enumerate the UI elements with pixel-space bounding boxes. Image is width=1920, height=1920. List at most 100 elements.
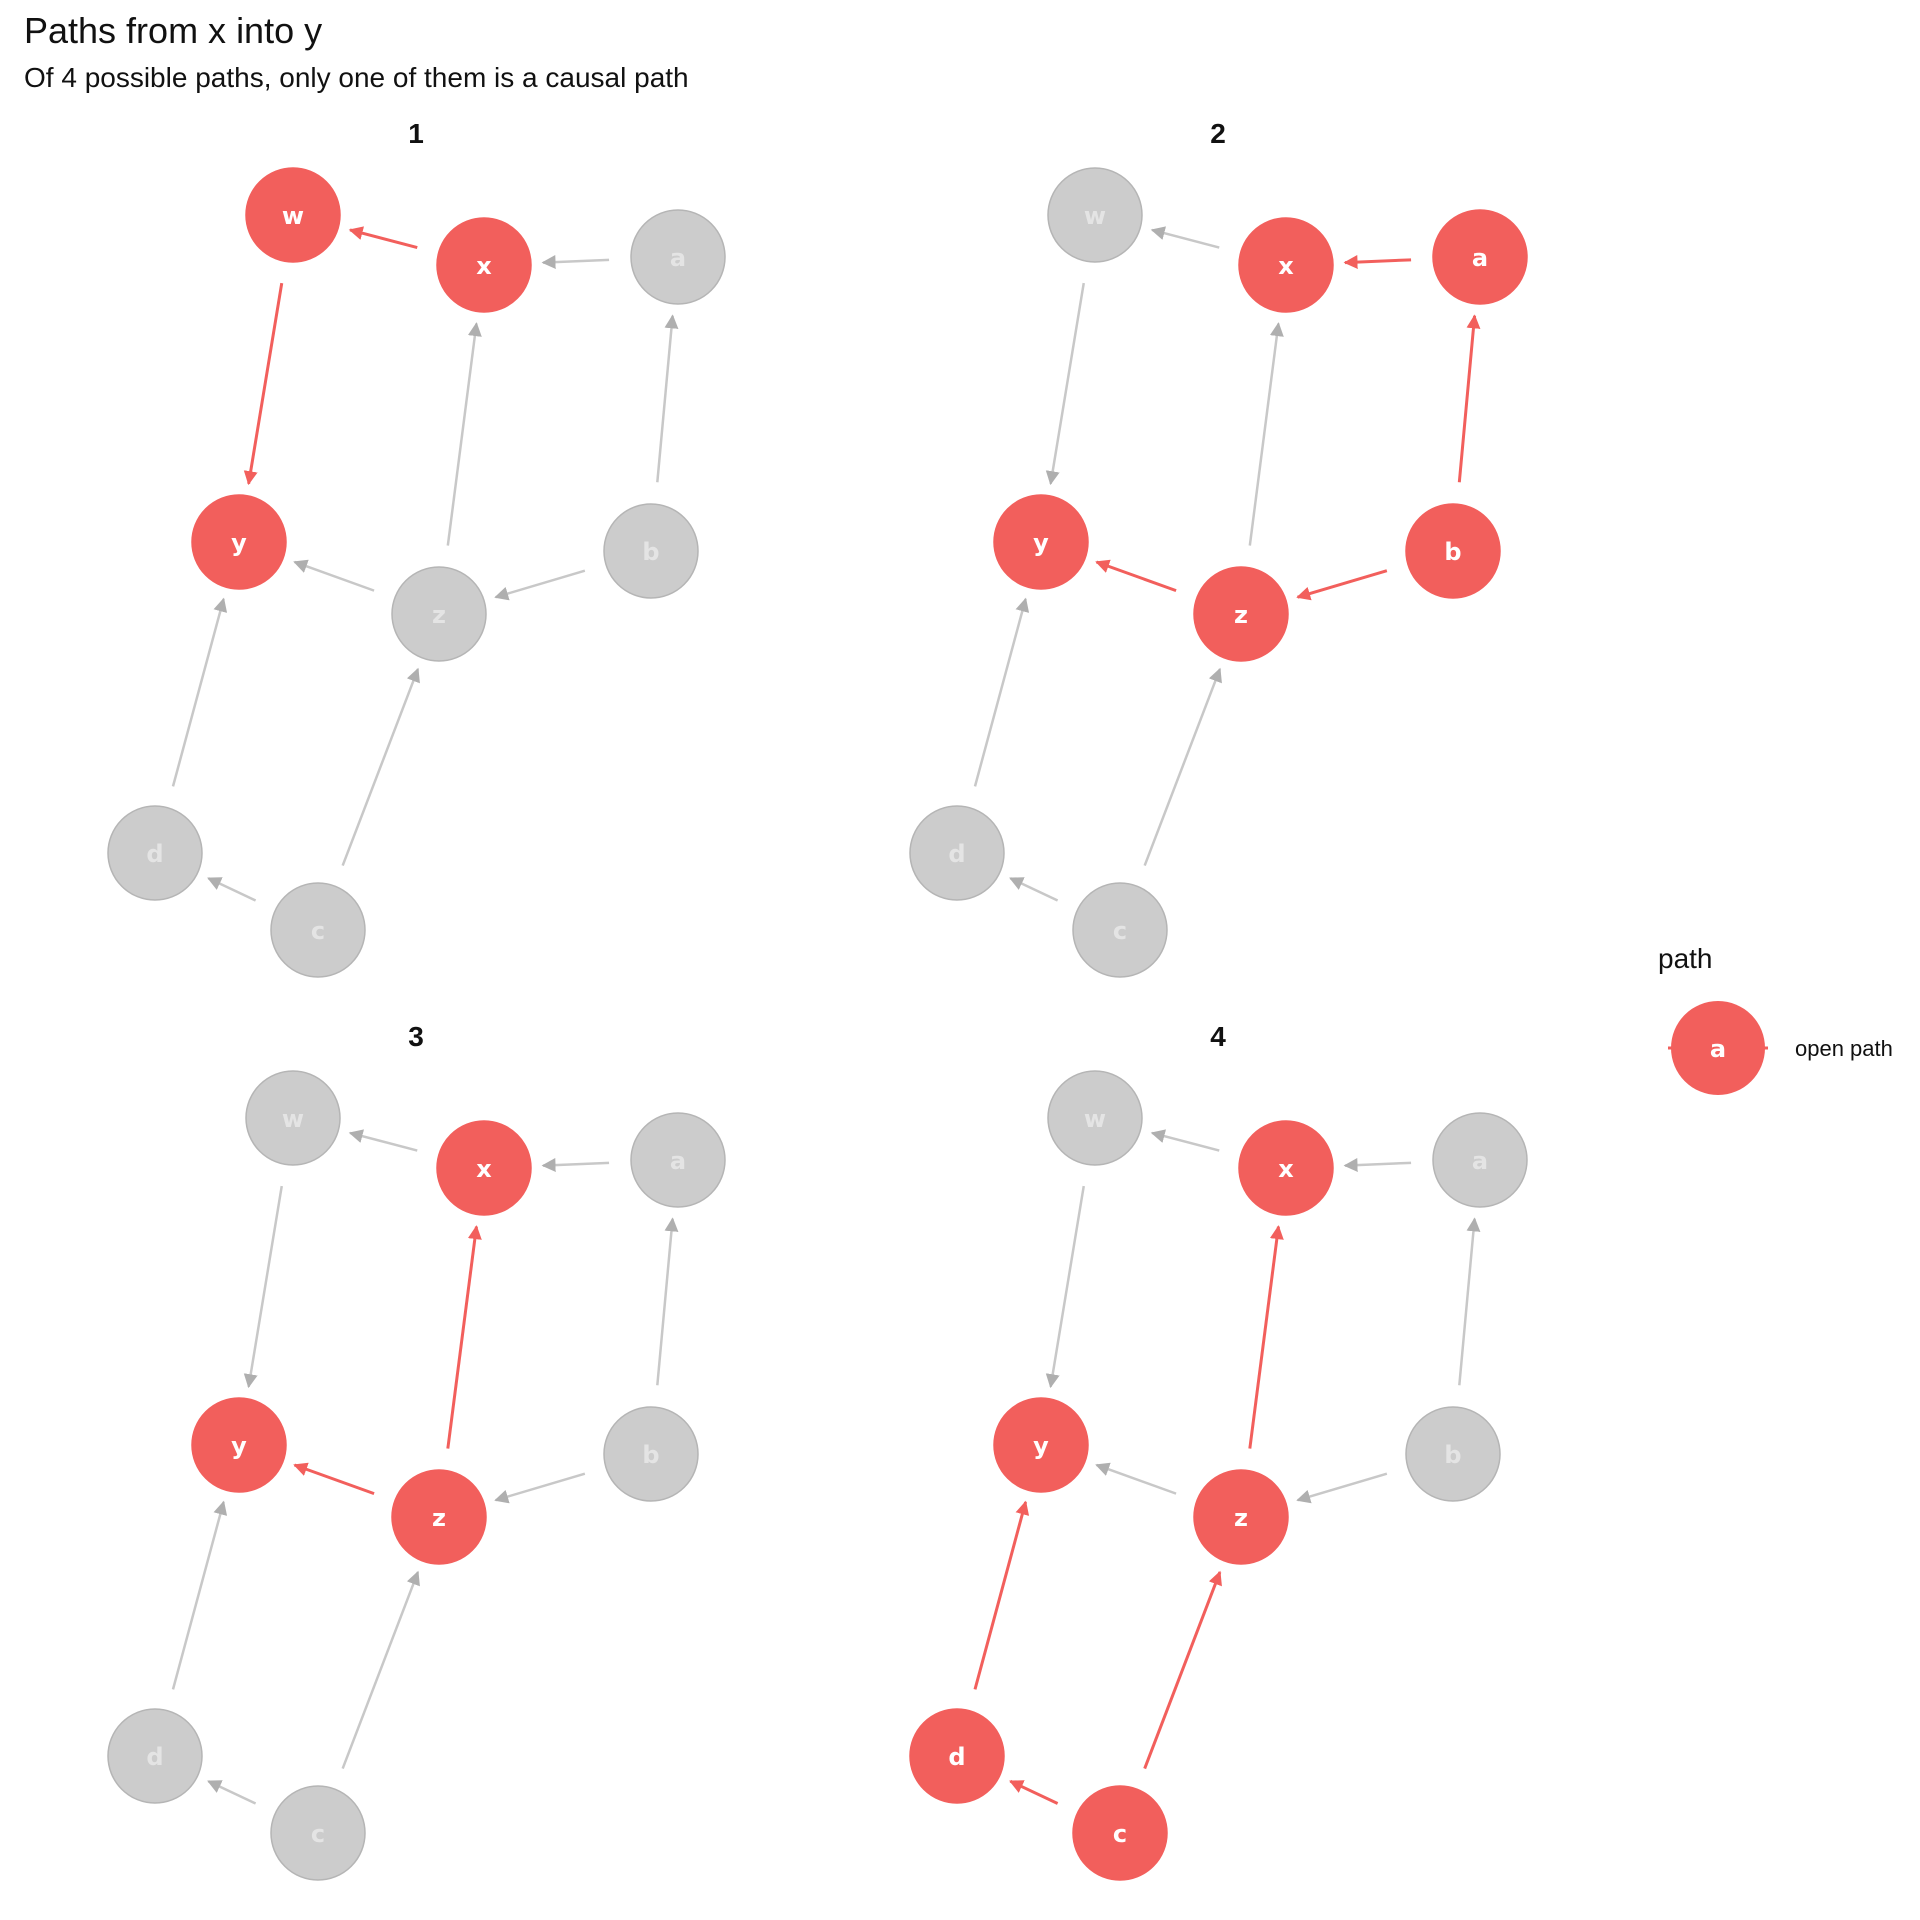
node-label-b: b <box>1444 1441 1461 1469</box>
edge-d-to-y <box>973 597 1030 787</box>
node-w <box>245 1070 341 1166</box>
edge-c-to-z <box>341 1570 420 1770</box>
node-d <box>909 1708 1005 1804</box>
node-label-b: b <box>642 538 659 566</box>
legend-key-label: a <box>1710 1035 1726 1063</box>
node-w <box>1047 1070 1143 1166</box>
node-label-w: w <box>282 1105 304 1133</box>
node-label-a: a <box>670 1147 686 1175</box>
edge-w-to-y <box>243 1185 283 1389</box>
node-d <box>107 1708 203 1804</box>
edge-b-to-z <box>494 569 586 601</box>
node-y <box>191 494 287 590</box>
edge-d-to-y <box>171 597 228 787</box>
panel-label: 2 <box>1210 118 1226 149</box>
node-label-y: y <box>1033 1432 1049 1460</box>
node-y <box>993 1397 1089 1493</box>
node-a <box>630 1112 726 1208</box>
node-label-a: a <box>670 244 686 272</box>
legend-key-node <box>1671 1001 1765 1095</box>
node-z <box>1193 566 1289 662</box>
edge-x-to-w <box>348 1129 418 1152</box>
edge-c-to-d <box>207 1780 257 1805</box>
edge-a-to-x <box>541 255 610 270</box>
edge-b-to-a <box>656 314 679 483</box>
panel-label: 4 <box>1210 1021 1226 1052</box>
node-label-w: w <box>1084 1105 1106 1133</box>
edge-b-to-z <box>1296 1472 1388 1504</box>
node-label-z: z <box>432 1504 446 1532</box>
node-x <box>1238 1120 1334 1216</box>
node-label-w: w <box>282 202 304 230</box>
node-z <box>391 566 487 662</box>
edge-c-to-d <box>207 877 257 902</box>
edge-w-to-y <box>243 282 284 486</box>
node-label-x: x <box>1278 252 1294 280</box>
node-label-z: z <box>1234 1504 1248 1532</box>
legend-title: path <box>1658 943 1713 974</box>
edge-z-to-y <box>1095 1462 1177 1495</box>
edge-z-to-x <box>1248 322 1284 546</box>
node-y <box>191 1397 287 1493</box>
node-label-d: d <box>948 1743 965 1771</box>
node-label-a: a <box>1472 1147 1488 1175</box>
node-label-x: x <box>476 252 492 280</box>
node-y <box>993 494 1089 590</box>
node-c <box>1072 882 1168 978</box>
edge-b-to-a <box>1458 1217 1481 1386</box>
node-x <box>436 217 532 313</box>
node-label-y: y <box>231 529 247 557</box>
edge-x-to-w <box>1150 226 1220 249</box>
edge-c-to-z <box>1143 1570 1222 1770</box>
node-label-b: b <box>642 1441 659 1469</box>
edge-w-to-y <box>1045 282 1085 486</box>
legend-entry-open-path: open path <box>1795 1036 1893 1061</box>
node-label-b: b <box>1444 538 1461 566</box>
edge-b-to-a <box>1457 314 1481 483</box>
node-label-c: c <box>311 1820 325 1848</box>
edge-z-to-y <box>293 1462 375 1496</box>
edge-z-to-x <box>446 1225 482 1449</box>
node-label-d: d <box>948 840 965 868</box>
edge-a-to-x <box>1343 255 1412 270</box>
node-label-a: a <box>1472 244 1488 272</box>
panel-label: 1 <box>408 118 424 149</box>
node-c <box>1072 1785 1168 1881</box>
edge-c-to-z <box>1143 667 1222 867</box>
node-b <box>1405 1406 1501 1502</box>
node-x <box>436 1120 532 1216</box>
node-w <box>245 167 341 263</box>
edge-z-to-x <box>1248 1225 1284 1449</box>
edge-x-to-w <box>1150 1129 1220 1152</box>
node-label-c: c <box>1113 917 1127 945</box>
node-label-w: w <box>1084 202 1106 230</box>
node-c <box>270 882 366 978</box>
node-label-c: c <box>311 917 325 945</box>
node-b <box>1405 503 1501 599</box>
node-label-x: x <box>476 1155 492 1183</box>
node-a <box>630 209 726 305</box>
edge-c-to-z <box>341 667 420 867</box>
node-d <box>909 805 1005 901</box>
node-d <box>107 805 203 901</box>
node-label-x: x <box>1278 1155 1294 1183</box>
node-label-y: y <box>231 1432 247 1460</box>
node-b <box>603 1406 699 1502</box>
chart-subtitle: Of 4 possible paths, only one of them is… <box>24 62 689 93</box>
edge-b-to-z <box>1296 569 1388 601</box>
node-a <box>1432 209 1528 305</box>
chart-title: Paths from x into y <box>24 10 323 51</box>
edge-z-to-x <box>446 322 482 546</box>
edge-c-to-d <box>1009 877 1059 902</box>
edge-a-to-x <box>1343 1158 1412 1173</box>
node-z <box>1193 1469 1289 1565</box>
edge-d-to-y <box>973 1500 1030 1690</box>
edge-c-to-d <box>1009 1779 1059 1805</box>
edge-a-to-x <box>541 1158 610 1173</box>
edge-z-to-y <box>1095 559 1177 593</box>
legend: path a open path <box>1658 943 1893 1095</box>
node-b <box>603 503 699 599</box>
